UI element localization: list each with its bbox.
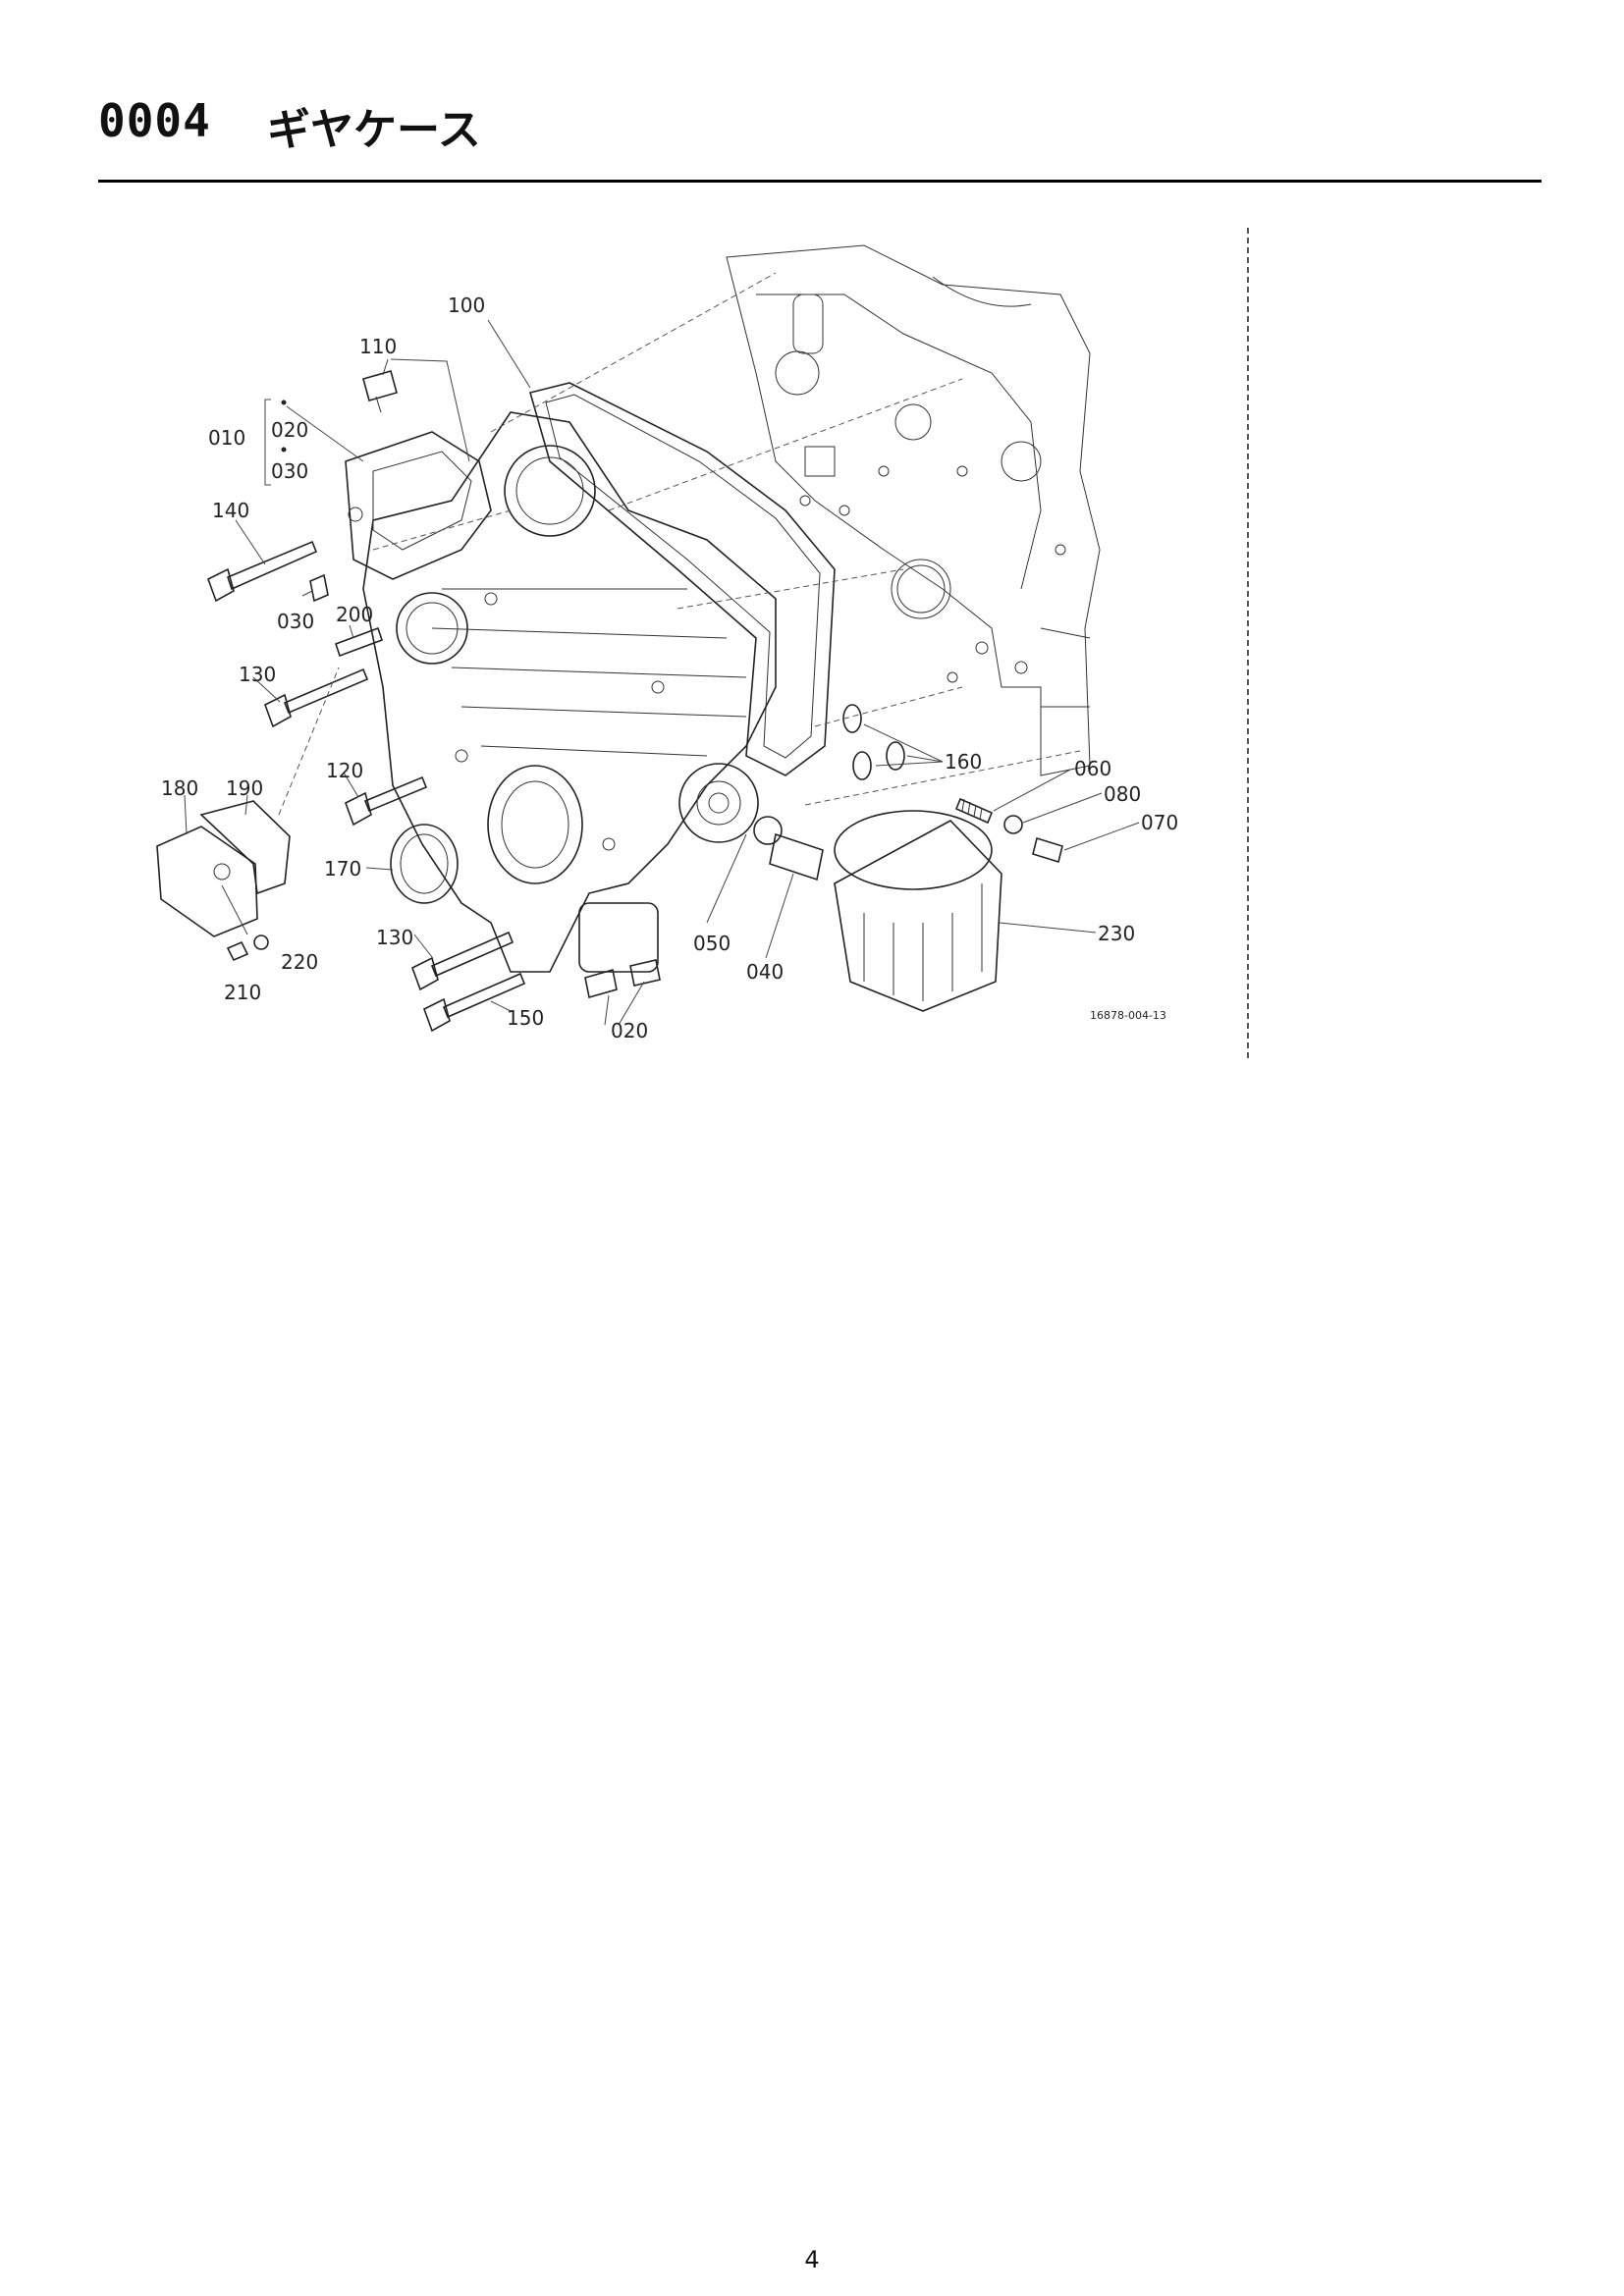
- callout-070: 070: [1141, 811, 1178, 834]
- bolt-150: [423, 972, 526, 1033]
- callout-060: 060: [1074, 757, 1111, 780]
- callout-230: 230: [1098, 922, 1135, 945]
- assembly-lines: [278, 272, 1081, 816]
- callout-030-upper: 030: [271, 459, 308, 483]
- gasket: [529, 382, 836, 776]
- gear-case: [362, 411, 777, 973]
- oil-seal: [390, 824, 459, 904]
- bolt-120: [345, 775, 428, 827]
- callout-120: 120: [326, 759, 363, 782]
- bracket-dot: [281, 447, 287, 453]
- bracket-dot: [281, 400, 287, 405]
- callout-110: 110: [359, 335, 397, 358]
- stud-200: [334, 626, 384, 658]
- callout-220: 220: [281, 950, 318, 974]
- callout-020-lower: 020: [611, 1019, 648, 1042]
- stud-030: [309, 573, 329, 603]
- cover-plate: [156, 800, 291, 937]
- callout-010: 010: [208, 426, 245, 450]
- relief-valve: [954, 797, 1063, 864]
- nut-210: [226, 940, 249, 962]
- callout-100: 100: [448, 294, 485, 317]
- bolt-140: [207, 540, 318, 603]
- callout-130-lower: 130: [376, 926, 413, 949]
- callout-080: 080: [1104, 782, 1141, 806]
- o-rings: [842, 704, 905, 780]
- bolt-130-upper: [264, 667, 369, 728]
- section-code: 0004: [98, 94, 211, 147]
- filter-bracket: [678, 763, 759, 843]
- section-header: 0004 ギヤケース: [98, 94, 1542, 155]
- page-number: 4: [804, 2246, 820, 2273]
- bolt-110: [362, 370, 398, 413]
- callout-130-upper: 130: [239, 663, 276, 686]
- callout-180: 180: [161, 776, 198, 800]
- callout-140: 140: [212, 499, 249, 522]
- nipple: [753, 816, 824, 881]
- callout-040: 040: [746, 960, 784, 984]
- page-divider: [1247, 228, 1249, 1058]
- pump-housing: [345, 431, 492, 580]
- bolt-130-lower: [411, 931, 514, 991]
- callout-190: 190: [226, 776, 263, 800]
- callouts: 100 110 010 020 030 140 030 200 130 120 …: [161, 294, 1178, 1042]
- section-title: ギヤケース: [267, 105, 481, 155]
- callout-030-lower: 030: [277, 610, 314, 633]
- callout-200: 200: [336, 603, 373, 626]
- plugs: [584, 959, 661, 999]
- callout-020-upper: 020: [271, 418, 308, 442]
- callout-170: 170: [324, 857, 361, 881]
- callout-210: 210: [224, 981, 261, 1004]
- callout-050: 050: [693, 932, 731, 955]
- leader-lines: [184, 319, 1140, 1026]
- washer-220: [253, 934, 269, 950]
- callout-150: 150: [507, 1006, 544, 1030]
- header-rule: [98, 180, 1542, 183]
- diagram-reference: 16878-004-13: [1090, 1009, 1166, 1022]
- engine-block: [726, 244, 1101, 776]
- oil-filter: [834, 810, 1002, 1012]
- callout-160: 160: [945, 750, 982, 774]
